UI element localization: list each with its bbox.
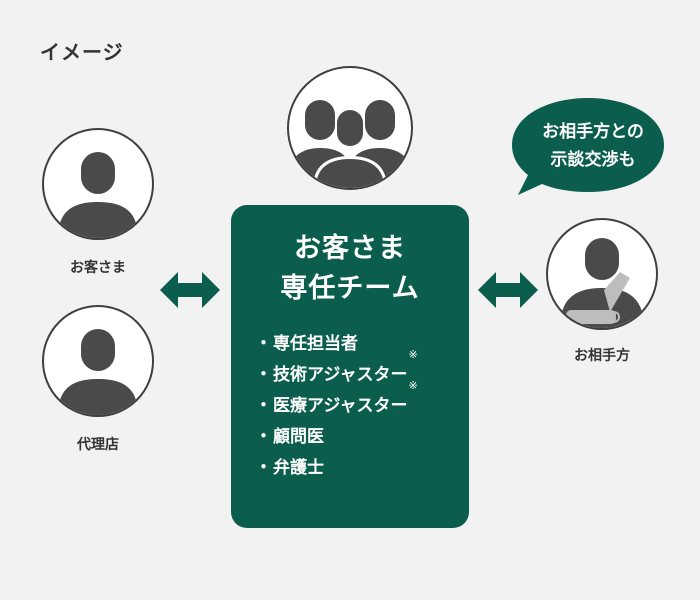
team-member-name: 顧問医 xyxy=(273,427,324,447)
team-member-name: 弁護士 xyxy=(273,458,324,478)
speech-bubble-line1: お相手方との xyxy=(542,122,644,142)
agent-label: 代理店 xyxy=(77,437,119,453)
team-member-note: ※ xyxy=(408,348,418,361)
team-member: ・専任担当者 xyxy=(255,334,358,354)
team-title-line2: 専任チーム xyxy=(280,273,420,304)
team-member-name: 技術アジャスター xyxy=(273,365,408,385)
speech-bubble xyxy=(512,98,664,195)
team-member-list: ・専任担当者 ・技術アジャスター※ ・医療アジャスター※ ・顧問医 ・弁護士 xyxy=(255,329,418,484)
team-member: ・医療アジャスター※ xyxy=(255,379,418,417)
speech-bubble-line2: 示談交渉も xyxy=(550,150,636,170)
counterparty-avatar xyxy=(546,218,658,330)
injured-person-icon xyxy=(560,238,644,328)
team-member-name: 医療アジャスター xyxy=(273,396,408,416)
customer-avatar xyxy=(42,128,154,240)
group-icon xyxy=(289,100,411,188)
customer-label: お客さま xyxy=(70,260,126,276)
team-member: ・弁護士 xyxy=(255,458,324,478)
double-arrow-icon xyxy=(478,272,538,308)
team-member: ・技術アジャスター※ xyxy=(255,348,418,386)
team-title: お客さま 専任チーム xyxy=(231,229,469,309)
speech-bubble-text: お相手方との 示談交渉も xyxy=(520,118,666,174)
double-arrow-icon xyxy=(160,272,220,308)
team-member: ・顧問医 xyxy=(255,427,324,447)
person-icon xyxy=(58,152,138,238)
team-member-name: 専任担当者 xyxy=(273,334,358,354)
agent-avatar xyxy=(42,305,154,417)
team-member-note: ※ xyxy=(408,379,418,392)
team-avatar xyxy=(287,66,413,190)
page-heading: イメージ xyxy=(40,40,124,64)
counterparty-label: お相手方 xyxy=(574,348,630,364)
team-box: お客さま 専任チーム ・専任担当者 ・技術アジャスター※ ・医療アジャスター※ … xyxy=(231,205,469,528)
team-title-line1: お客さま xyxy=(294,233,406,264)
person-icon xyxy=(58,329,138,415)
